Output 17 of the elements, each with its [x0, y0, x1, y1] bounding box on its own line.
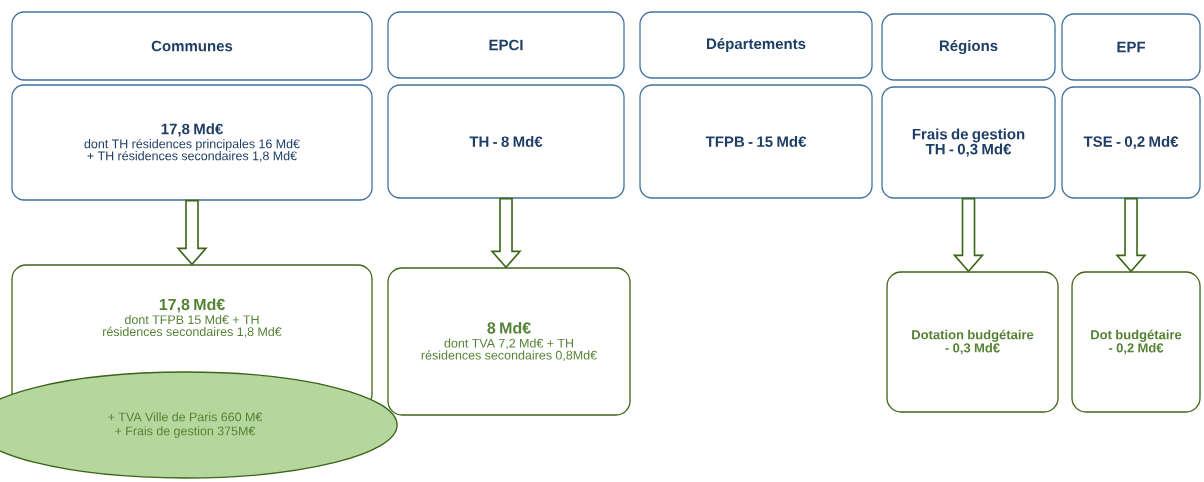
value-box: TSE - 0,2 Md€ — [1061, 86, 1201, 199]
header-box: EPCI — [387, 11, 625, 79]
block-arrow — [490, 197, 522, 269]
value-box: TH - 8 Md€ — [387, 84, 625, 199]
block-arrow — [176, 199, 208, 266]
block-arrow — [952, 197, 985, 273]
block-arrow — [1115, 197, 1147, 273]
result-box: Dot budgétaire - 0,2 Md€ — [1071, 271, 1201, 413]
header-box: Régions — [881, 13, 1056, 81]
result-box: Dotation budgétaire - 0,3 Md€ — [886, 271, 1059, 413]
header-box: Communes — [11, 11, 373, 81]
value-box: TFPB - 15 Md€ — [639, 84, 873, 199]
header-box: Départements — [639, 11, 873, 79]
header-box: EPF — [1061, 13, 1201, 81]
value-box: 17,8 Md€ dont TH résidences principales 16 Md€ + TH résidences secondaires 1,8 Md€ — [11, 84, 373, 201]
result-box: 8 Md€ dont TVA 7,2 Md€ + TH résidences secondaires 0,8Md€ — [387, 267, 631, 416]
value-box: Frais de gestion TH - 0,3 Md€ — [881, 86, 1056, 199]
